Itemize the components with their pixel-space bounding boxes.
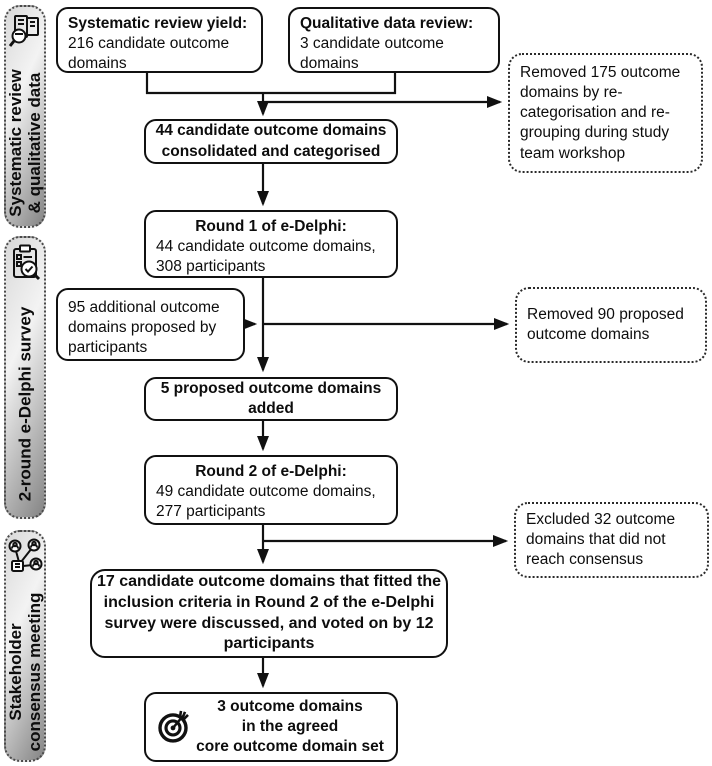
box-systematic-review-yield: Systematic review yield: 216 candidate o… — [56, 7, 263, 73]
target-icon — [156, 702, 196, 752]
box-title: Qualitative data review: — [300, 15, 474, 32]
box-title: Round 2 of e-Delphi: — [195, 463, 347, 480]
box-proposed-95: 95 additional outcome domains proposed b… — [56, 288, 245, 361]
box-body: 3 outcome domains in the agreed core out… — [196, 697, 384, 756]
box-title: Round 1 of e-Delphi: — [195, 218, 347, 235]
box-discussed-17: 17 candidate outcome domains that fitted… — [90, 569, 448, 658]
literature-search-icon — [7, 12, 43, 55]
box-added-5: 5 proposed outcome domains added — [144, 377, 398, 421]
box-round1: Round 1 of e-Delphi: 44 candidate outcom… — [144, 210, 398, 278]
box-body: 49 candidate outcome domains, 277 partic… — [156, 483, 376, 521]
sidebar-section-edelphi-survey: 2-round e-Delphi survey — [4, 236, 46, 519]
box-removed-90: Removed 90 proposed outcome domains — [515, 287, 707, 363]
box-consolidated-44: 44 candidate outcome domains consolidate… — [144, 119, 398, 164]
box-body: 44 candidate outcome domains, 308 partic… — [156, 238, 376, 276]
sidebar-section-stakeholder-meeting: Stakeholder consensus meeting — [4, 530, 46, 762]
box-body: Removed 175 outcome domains by re- categ… — [520, 64, 681, 162]
sidebar-section-label: 2-round e-Delphi survey — [15, 306, 35, 502]
box-core-outcome-set: 3 outcome domains in the agreed core out… — [144, 692, 398, 762]
box-removed-175: Removed 175 outcome domains by re- categ… — [508, 53, 703, 173]
sidebar-section-label: Stakeholder consensus meeting — [5, 592, 44, 752]
stakeholder-network-icon — [6, 537, 44, 582]
box-round2: Round 2 of e-Delphi: 49 candidate outcom… — [144, 455, 398, 525]
box-body: 216 candidate outcome domains — [68, 35, 230, 73]
box-title: Systematic review yield: — [68, 15, 248, 32]
box-body: 3 candidate outcome domains — [300, 35, 444, 73]
box-excluded-32: Excluded 32 outcome domains that did not… — [514, 502, 709, 578]
sidebar-section-systematic-review: Systematic review & qualitative data — [4, 5, 46, 228]
sidebar-section-label: Systematic review & qualitative data — [5, 69, 44, 217]
survey-review-icon — [7, 243, 43, 288]
box-qualitative-data-review: Qualitative data review: 3 candidate out… — [288, 7, 500, 73]
